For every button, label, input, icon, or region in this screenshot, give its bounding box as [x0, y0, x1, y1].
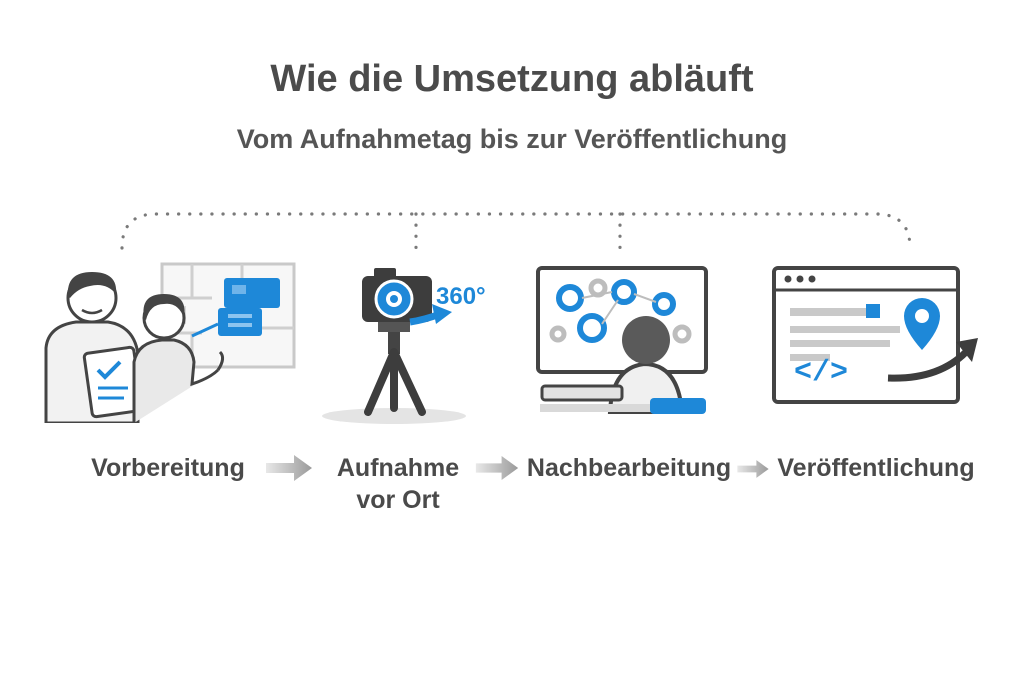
planning-people-icon: [44, 262, 296, 423]
step-label-vorbereitung: Vorbereitung: [91, 454, 245, 482]
badge-360: 360°: [436, 283, 486, 310]
step-label-aufnahme-line2: vor Ort: [356, 486, 440, 514]
arrow-right-icon: [266, 455, 312, 481]
step-label-veroeffentlichung: Veröffentlichung: [777, 454, 975, 482]
arrow-right-icon: [737, 460, 769, 478]
step-label-aufnahme: Aufnahme vor Ort: [318, 452, 478, 516]
page-subtitle: Vom Aufnahmetag bis zur Veröffentlichung: [236, 124, 788, 154]
step-label-nachbearbeitung: Nachbearbeitung: [526, 454, 732, 482]
page-title: Wie die Umsetzung abläuft: [270, 58, 754, 100]
arrow-right-icon: [475, 456, 519, 480]
computer-editing-icon: [536, 266, 708, 414]
code-icon: </>: [794, 356, 848, 390]
camera-tripod-360-icon: 360°: [322, 268, 486, 424]
step-label-aufnahme-line1: Aufnahme: [336, 454, 460, 482]
browser-publish-icon: </>: [772, 266, 978, 404]
